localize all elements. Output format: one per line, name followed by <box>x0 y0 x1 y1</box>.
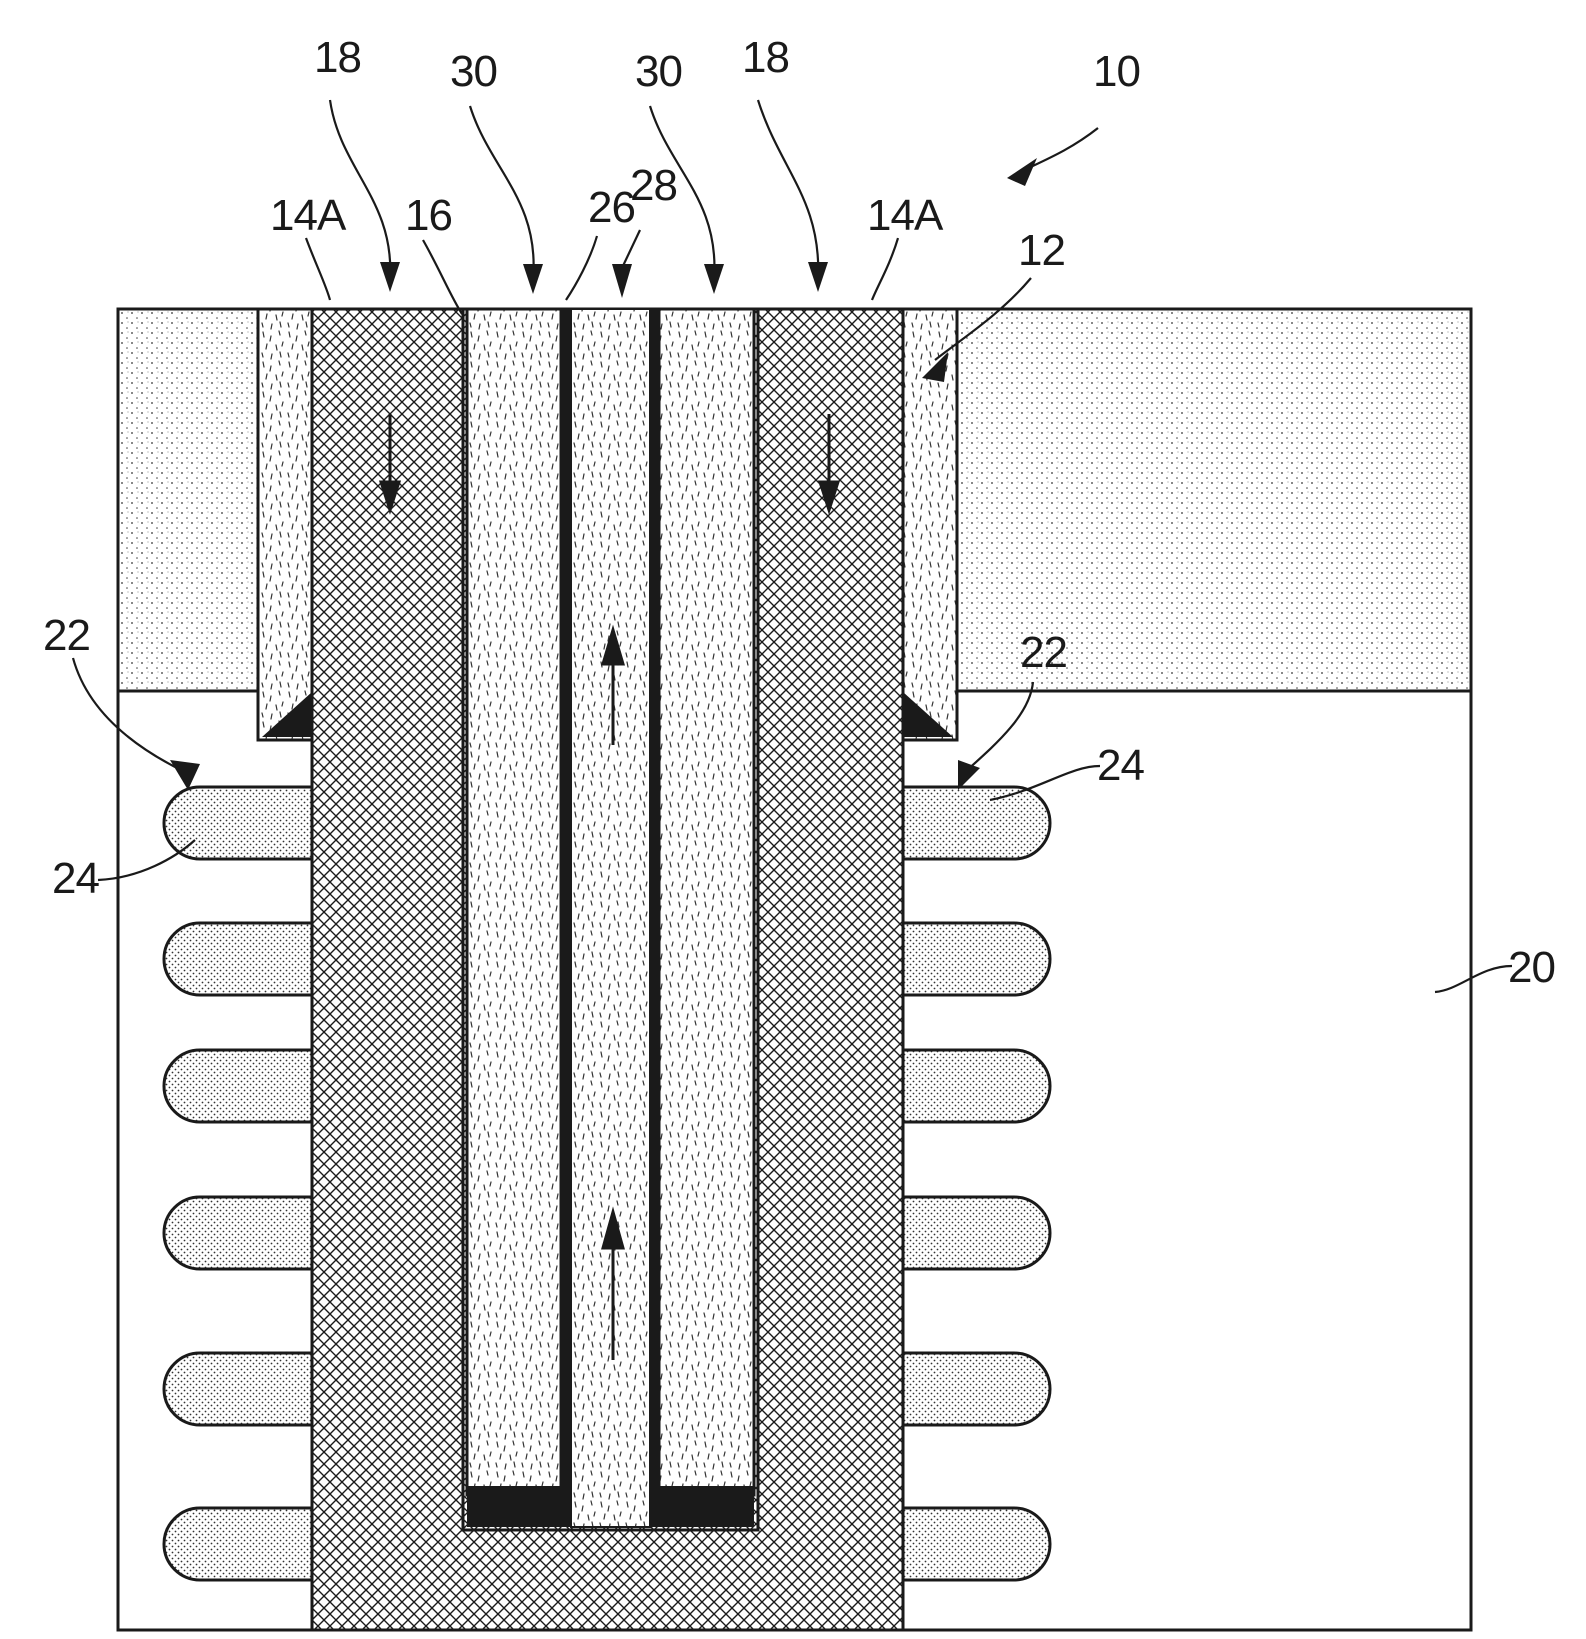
leader-14A-right <box>872 238 898 300</box>
fin-right-2 <box>903 923 1050 995</box>
insulation-right <box>659 309 754 1495</box>
arrowhead-28 <box>612 264 632 298</box>
fin-left-6 <box>164 1508 312 1580</box>
label-top-notch: 12 <box>1018 226 1065 275</box>
label-fin-left: 24 <box>52 854 99 903</box>
leader-14A-left <box>306 238 330 300</box>
leader-26 <box>566 236 597 300</box>
arrowhead-18-right <box>808 262 828 292</box>
label-center-liner: 26 <box>588 183 635 232</box>
leader-28 <box>622 230 640 268</box>
leader-20 <box>1435 966 1512 992</box>
label-fin-right: 24 <box>1097 741 1144 790</box>
fin-left-4 <box>164 1197 312 1269</box>
left-sleeve <box>258 309 312 740</box>
leader-30-left <box>470 106 534 280</box>
label-outer-sleeve-left: 14A <box>270 191 347 240</box>
liner-left <box>561 309 571 1527</box>
fin-left-2 <box>164 923 312 995</box>
arrowhead-22-left <box>170 760 200 790</box>
fin-right-3 <box>903 1050 1050 1122</box>
label-center-channel: 28 <box>630 161 677 210</box>
leader-16 <box>423 240 462 314</box>
label-surrounding-body: 20 <box>1508 943 1555 992</box>
upper-slab-left <box>118 309 258 691</box>
label-insulation-right: 30 <box>635 47 682 96</box>
label-downflow-right: 18 <box>742 33 789 82</box>
leader-18-left <box>330 100 390 280</box>
arrowhead-30-left <box>523 264 543 294</box>
arrowhead-10 <box>1007 158 1037 186</box>
insulation-left <box>467 309 561 1495</box>
label-downflow-left: 18 <box>314 33 361 82</box>
fin-right-5 <box>903 1353 1050 1425</box>
leader-22-right <box>965 682 1033 772</box>
fin-right-6 <box>903 1508 1050 1580</box>
center-channel <box>571 309 650 1527</box>
liner-right <box>650 309 659 1527</box>
fin-right-4 <box>903 1197 1050 1269</box>
label-fin-set-right: 22 <box>1020 628 1067 677</box>
label-insulation-left: 30 <box>450 47 497 96</box>
bottom-plug-left <box>467 1486 561 1527</box>
arrowhead-18-left <box>380 262 400 292</box>
fin-right-1 <box>903 787 1050 859</box>
arrowhead-30-right <box>704 264 724 294</box>
label-inner-wall: 16 <box>405 191 452 240</box>
leader-24-right <box>990 766 1100 800</box>
fin-left-3 <box>164 1050 312 1122</box>
leader-18-right <box>758 100 818 280</box>
label-device: 10 <box>1093 47 1140 96</box>
label-fin-set-left: 22 <box>43 611 90 660</box>
bottom-plug-right <box>659 1486 754 1527</box>
fin-left-5 <box>164 1353 312 1425</box>
label-outer-sleeve-right: 14A <box>867 191 944 240</box>
